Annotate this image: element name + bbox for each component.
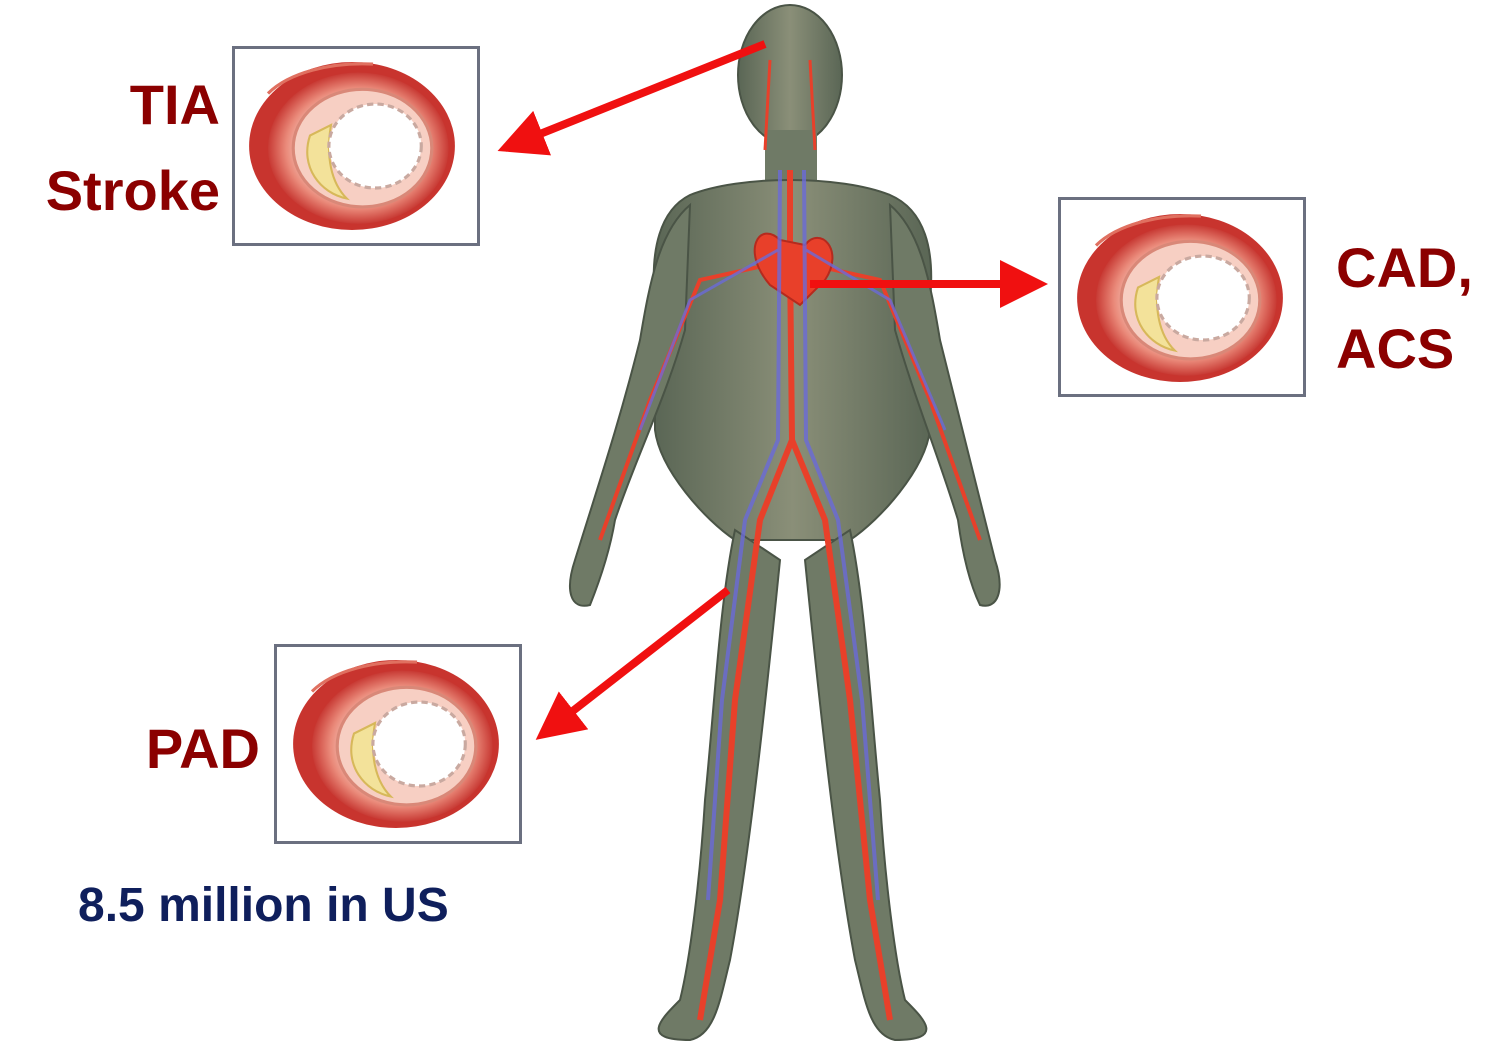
arrow-leg-to-pad xyxy=(542,590,728,735)
prevalence-statistic: 8.5 million in US xyxy=(78,880,449,933)
cad-label: CAD, xyxy=(1336,237,1473,299)
human-figure xyxy=(570,5,1000,1040)
pad-vessel-box xyxy=(274,644,522,844)
acs-label: ACS xyxy=(1336,318,1454,380)
pad-label: PAD xyxy=(100,718,260,780)
arrow-brain-to-tia xyxy=(505,44,765,148)
tia-vessel-box xyxy=(232,46,480,246)
tia-label: TIA xyxy=(100,74,220,136)
cad-vessel-box xyxy=(1058,197,1306,397)
stroke-label: Stroke xyxy=(0,160,220,222)
